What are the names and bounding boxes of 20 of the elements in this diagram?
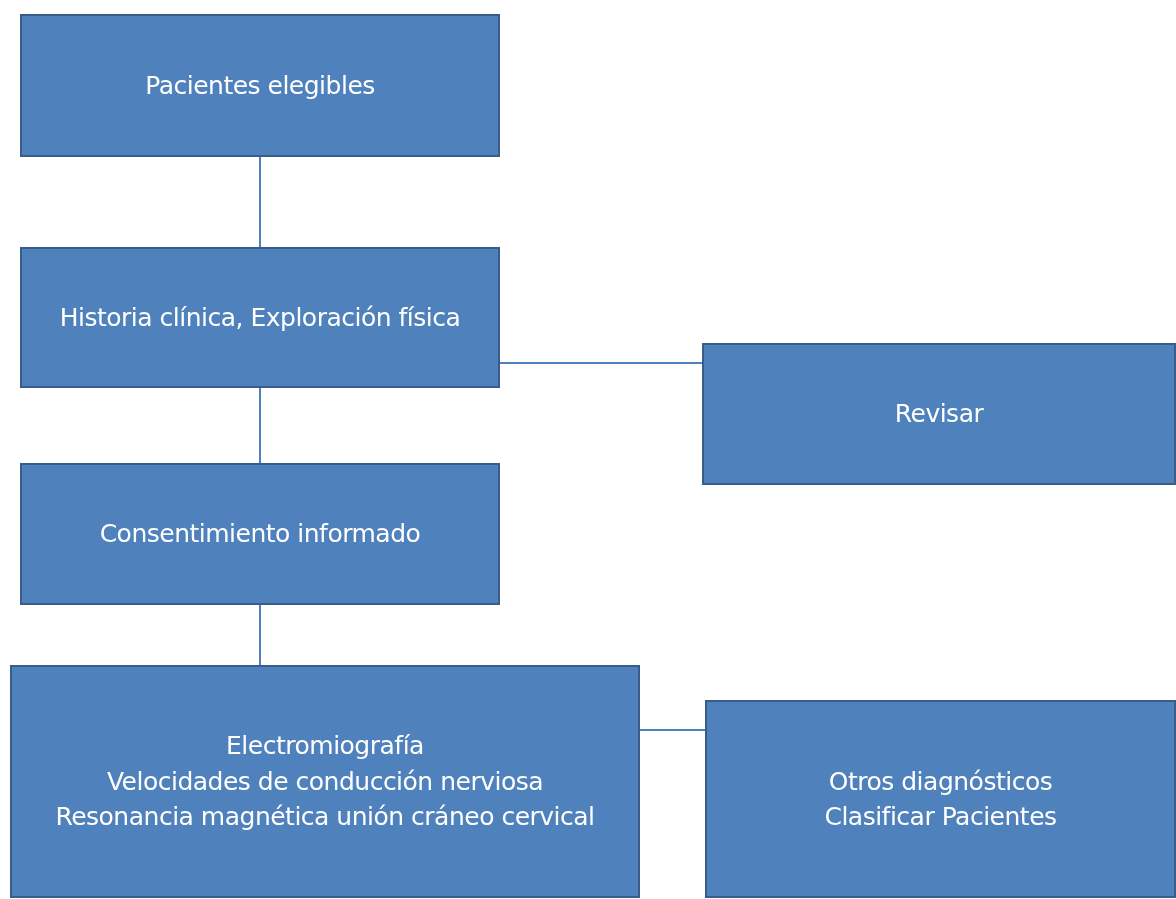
box-text: Clasificar Pacientes [824,801,1057,833]
box-text: Velocidades de conducción nerviosa [106,765,544,798]
box-text: Otros diagnósticos [828,765,1053,798]
process-box [702,343,1176,485]
connector-line [499,362,703,364]
process-box [10,665,640,898]
process-box [705,700,1176,898]
box-text: Historia clínica, Exploración física [59,301,461,334]
box-text: Electromiografía [226,730,424,763]
connector-line [639,729,706,731]
connector-line [259,156,261,248]
process-box [20,14,500,157]
box-text: Consentimiento informado [99,518,421,551]
connector-line [259,387,261,464]
process-box [20,463,500,605]
process-box [20,247,500,388]
box-text: Pacientes elegibles [145,69,375,102]
connector-line [259,604,261,666]
box-text: Revisar [894,398,984,431]
box-text: Resonancia magnética unión cráneo cervical [55,801,595,834]
